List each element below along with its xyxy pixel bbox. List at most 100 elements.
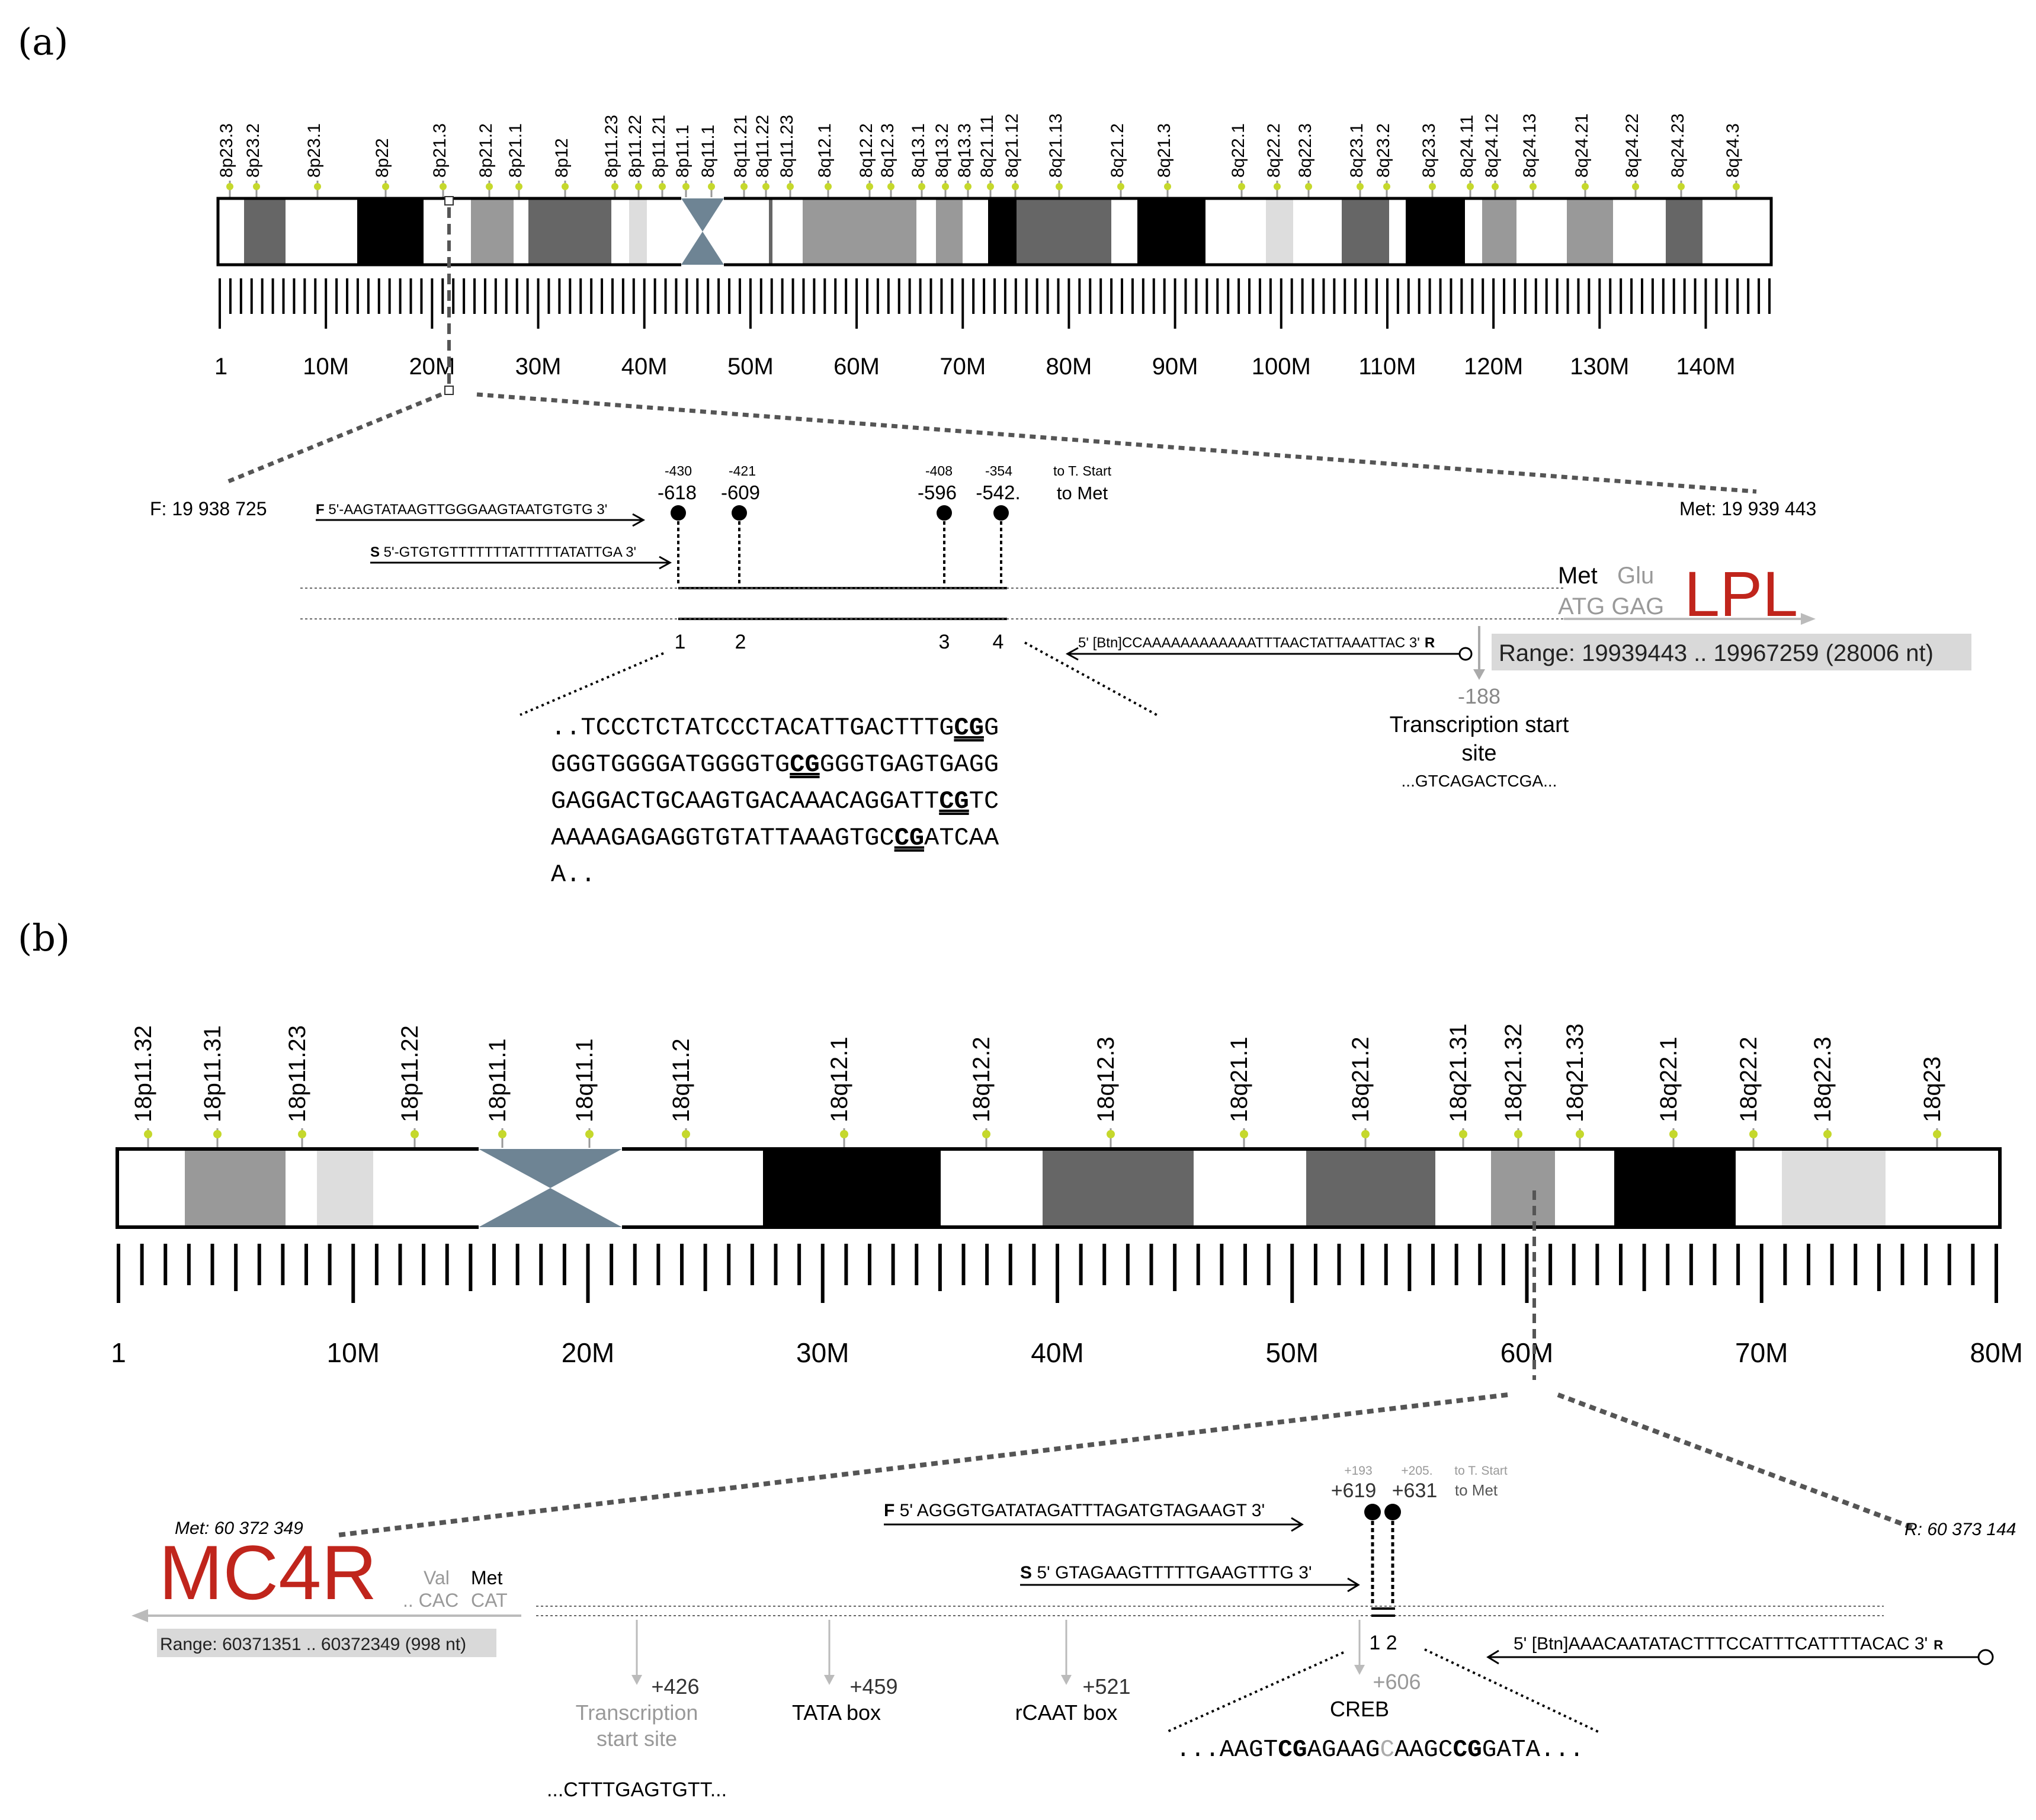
band-pin	[298, 1130, 306, 1138]
band-label: 18q21.31	[1445, 1023, 1471, 1122]
band-label: 18p11.32	[130, 1025, 156, 1122]
primer-f: F 5'-AAGTATAAGTTGGGAAGTAATGTGTG 3'	[316, 502, 607, 518]
band-pin	[708, 183, 715, 190]
band-pin	[682, 1130, 690, 1138]
band-pin	[382, 183, 389, 190]
panel-b-scale-ruler	[117, 1244, 1998, 1303]
band-pin	[1514, 1130, 1522, 1138]
scale-label: 10M	[327, 1337, 380, 1368]
band-pin	[1823, 1130, 1832, 1138]
band-label: 8p11.1	[673, 124, 692, 178]
chr-band	[1491, 1149, 1555, 1227]
band-pin	[635, 183, 642, 190]
gene-range: Range: 19939443 .. 19967259 (28006 nt)	[1499, 640, 1934, 666]
band-pin	[740, 183, 748, 190]
scale-label: 60M	[833, 354, 880, 380]
creb-sequence: ...AAGTCGAGAAGCAAGCCGGATA...	[1176, 1736, 1584, 1764]
tss-label: start site	[597, 1726, 677, 1751]
band-label: 18p11.23	[284, 1025, 310, 1122]
band-pin	[562, 183, 569, 190]
chr-band	[629, 198, 647, 265]
band-label: 8p21.3	[430, 123, 450, 178]
band-label: 18q21.32	[1500, 1023, 1527, 1122]
band-pin	[1467, 183, 1474, 190]
centromere	[681, 198, 724, 232]
sequence-line: GGGTGGGGATGGGGTGCGGGGTGAGTGAGG	[551, 750, 999, 779]
band-pin	[1383, 183, 1390, 190]
band-label: 8q22.2	[1264, 123, 1284, 178]
creb-position: +606	[1373, 1670, 1421, 1694]
primer-s: S 5'-GTGTGTTTTTTTATTTTTATATTGA 3'	[370, 544, 636, 560]
cpg-numbers: 1 2	[1369, 1632, 1397, 1654]
scale-label: 70M	[940, 354, 986, 380]
met-coordinate: Met: 19 939 443	[1679, 498, 1816, 519]
band-label: 8p21.1	[506, 123, 525, 178]
cpg-label: -618	[658, 482, 697, 503]
band-label: 8q12.1	[815, 123, 835, 178]
met-coordinate: Met: 60 372 349	[175, 1519, 303, 1538]
chr-band	[244, 198, 286, 265]
band-label: 8p23.2	[243, 123, 263, 178]
band-pin	[611, 183, 618, 190]
band-pin	[682, 183, 690, 190]
chr-band	[803, 198, 886, 265]
band-pin	[866, 183, 873, 190]
band-pin	[1933, 1130, 1941, 1138]
cpg-label: -542.	[976, 482, 1020, 503]
scale-label: 90M	[1152, 354, 1198, 380]
rcaat-label: rCAAT box	[1015, 1700, 1118, 1725]
band-label: 18q11.2	[668, 1038, 694, 1122]
cpg-sites	[1364, 1504, 1401, 1617]
scale-label: 30M	[796, 1337, 849, 1368]
band-label: 18q22.2	[1736, 1036, 1762, 1122]
band-label: 8q13.2	[932, 123, 952, 178]
band-label: 8p23.3	[217, 123, 236, 178]
f-coordinate: F: 19 938 725	[150, 498, 267, 519]
band-label: 8p22	[373, 138, 392, 178]
chr-band	[528, 198, 611, 265]
sequence-zoom-line	[1024, 641, 1160, 718]
cpg-number: 4	[993, 631, 1004, 653]
band-pin	[1582, 183, 1589, 190]
cpg-label-small: -354	[985, 463, 1012, 479]
band-pin	[144, 1130, 152, 1138]
band-label: 8q12.3	[878, 123, 897, 178]
band-pin	[1429, 183, 1436, 190]
primer-f: F 5' AGGGTGATATAGATTTAGATGTAGAAGT 3'	[884, 1501, 1265, 1520]
chr-band	[1266, 198, 1293, 265]
tss-sequence: ...GTCAGACTCGA...	[1402, 772, 1557, 790]
cpg-position-labels: -430 -421 -408 -354 to T. Start -618 -60…	[658, 463, 1112, 503]
rcaat-position: +521	[1082, 1674, 1130, 1699]
glu-codon-label: Glu	[1617, 563, 1654, 589]
band-pin	[1733, 183, 1740, 190]
codon-sequence: .. CAC	[403, 1590, 458, 1611]
chr-band	[317, 1149, 373, 1227]
scale-label: 10M	[303, 354, 349, 380]
band-label: 18q21.2	[1348, 1036, 1374, 1122]
band-label: 8q24.23	[1668, 114, 1688, 178]
band-label: 18q12.2	[969, 1036, 995, 1122]
range-box	[157, 1629, 496, 1657]
scale-label: 80M	[1046, 354, 1092, 380]
gene-name-lpl: LPL	[1684, 558, 1798, 630]
band-label: 8q21.2	[1108, 123, 1127, 178]
cpg-sequence-block: ..TCCCTCTATCCCTACATTGACTTTGCGGGGGTGGGGAT…	[551, 714, 999, 889]
chr-band	[769, 198, 772, 265]
cpg-label: -609	[721, 482, 760, 503]
scale-label: 60M	[1500, 1337, 1553, 1368]
band-label: 8q24.11	[1457, 115, 1477, 178]
tss-position: -188	[1458, 684, 1500, 708]
band-label: 8q24.13	[1520, 114, 1540, 178]
tss-position: +426	[651, 1674, 699, 1699]
band-pin	[1459, 1130, 1467, 1138]
regulatory-features: +426 Transcription start site ...CTTTGAG…	[547, 1620, 1421, 1801]
band-label: 18q22.1	[1656, 1036, 1682, 1122]
band-pin	[585, 1130, 594, 1138]
cpg-label-small: +205.	[1401, 1464, 1432, 1478]
range-box	[1492, 634, 1971, 670]
met-codon-label: Met	[471, 1567, 502, 1588]
panel-b-zoom-indicator	[337, 1190, 1915, 1537]
